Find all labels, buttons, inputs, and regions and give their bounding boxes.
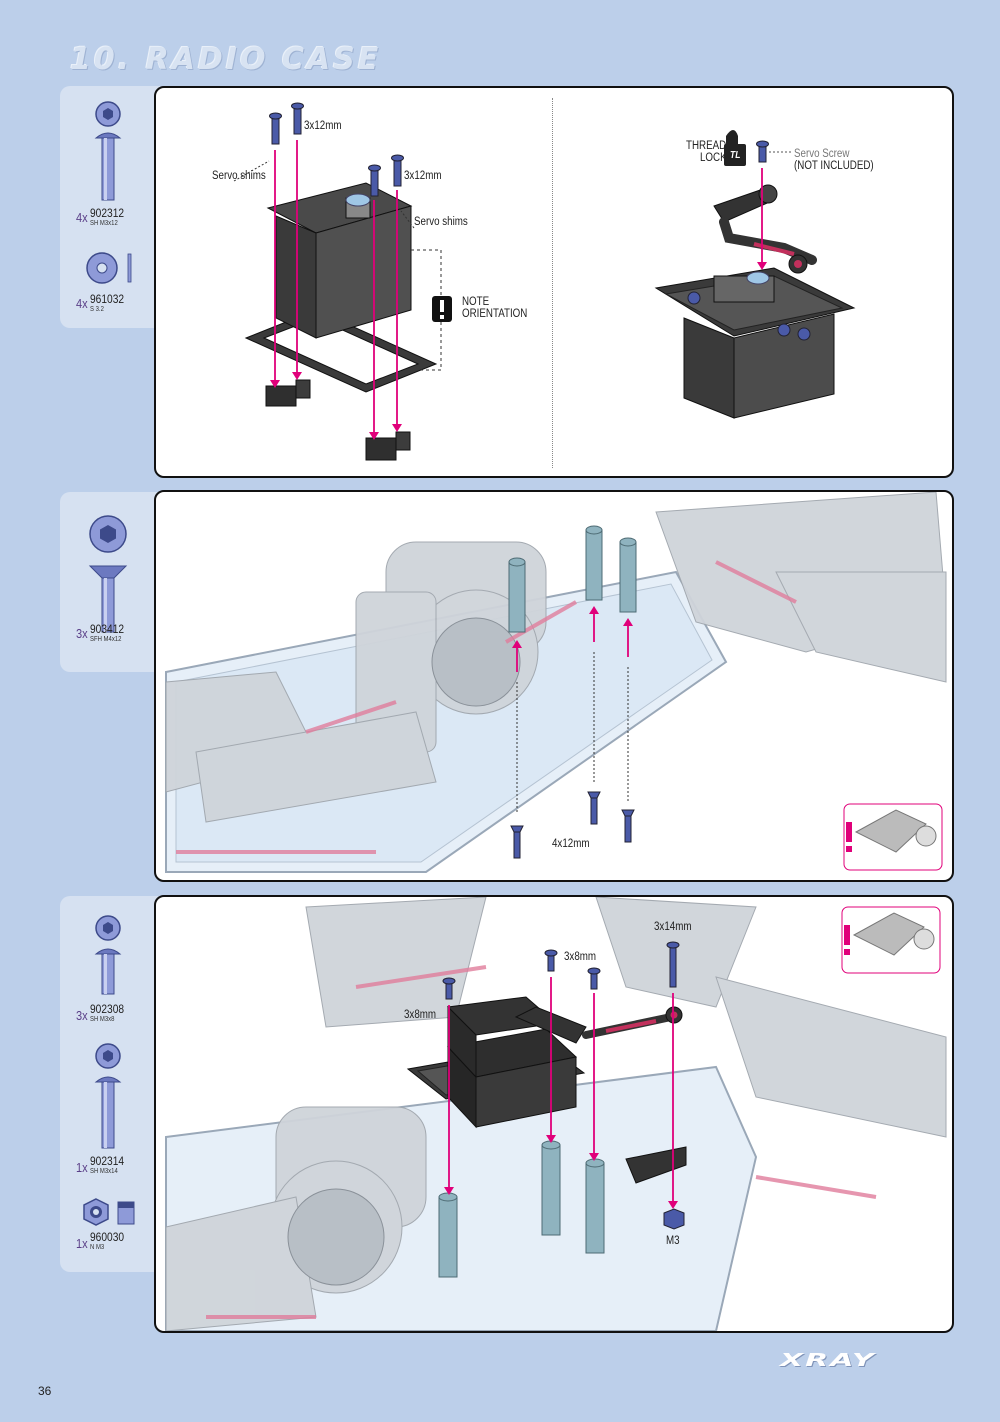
servo-shims-label: Servo shims [414, 216, 468, 228]
screw-size-label: 3x8mm [564, 951, 597, 963]
part-qty: 1x [76, 1236, 88, 1251]
part-code: 961032 [90, 292, 125, 306]
part-code: 902312 [90, 206, 125, 220]
screw-size-label: 3x12mm [404, 170, 442, 182]
part-desc: SFH M4x12 [90, 636, 122, 643]
part-qty: 4x [76, 210, 88, 225]
part-qty: 3x [76, 1008, 88, 1023]
brand-logo: XRAY [780, 1350, 876, 1371]
note-label: NOTE [462, 296, 490, 308]
button-head-screw-icon [94, 101, 122, 201]
part-desc: SH M3x14 [90, 1168, 118, 1175]
screw-size-label: 3x8mm [404, 1009, 437, 1021]
nut-label: M3 [666, 1235, 680, 1247]
part-desc: N M3 [90, 1244, 105, 1251]
page-title: 10. RADIO CASE [70, 42, 382, 77]
not-included-label: (NOT INCLUDED) [794, 160, 874, 172]
assembly-panel-step-2: 4x12mm [154, 490, 954, 882]
part-qty: 3x [76, 626, 88, 641]
part-code: 903412 [90, 622, 125, 636]
button-head-screw-icon [94, 915, 122, 995]
part-desc: S 3.2 [90, 306, 104, 313]
part-code: 960030 [90, 1230, 125, 1244]
parts-tab-step-1: 4x 902312 SH M3x12 4x 961032 S 3.2 [60, 86, 160, 328]
thread-lock-badge: TL [730, 150, 741, 161]
screw-size-label: 3x14mm [654, 921, 692, 933]
flat-head-screw-icon [88, 515, 128, 633]
washer-icon [86, 252, 132, 284]
thread-lock-label: THREAD [686, 140, 727, 152]
thread-lock-label-line-2: LOCK [700, 152, 727, 164]
note-label-line-2: ORIENTATION [462, 308, 528, 320]
assembly-panel-step-3: 3x14mm 3x8mm 3x8mm M3 [154, 895, 954, 1333]
part-desc: SH M3x12 [90, 220, 118, 227]
radio-case-servo-installation-illustration [165, 897, 947, 1331]
servo-saver-assembly-illustration [654, 130, 856, 419]
servo-shims-label: Servo shims [212, 170, 266, 182]
part-desc: SH M3x8 [90, 1016, 115, 1023]
part-code: 902308 [90, 1002, 125, 1016]
parts-tab-step-3: 3x 902308 SH M3x8 1x 902314 SH M3x14 1x … [60, 896, 160, 1272]
part-qty: 1x [76, 1160, 88, 1175]
button-head-screw-icon [94, 1043, 122, 1149]
nut-icon [83, 1198, 135, 1226]
assembly-panel-step-1: 3x12mm 3x12mm Servo shims Servo shims NO… [154, 86, 954, 478]
part-code: 902314 [90, 1154, 125, 1168]
screw-size-label: 4x12mm [552, 838, 590, 850]
part-qty: 4x [76, 296, 88, 311]
servo-mount-exploded-illustration [233, 102, 452, 461]
panel-divider [552, 98, 553, 468]
chassis-standoff-installation-illustration [165, 492, 947, 873]
parts-tab-step-2: 3x 903412 SFH M4x12 [60, 492, 160, 672]
screw-size-label: 3x12mm [304, 120, 342, 132]
page-number: 36 [38, 1384, 52, 1398]
servo-screw-label: Servo Screw [794, 148, 850, 160]
